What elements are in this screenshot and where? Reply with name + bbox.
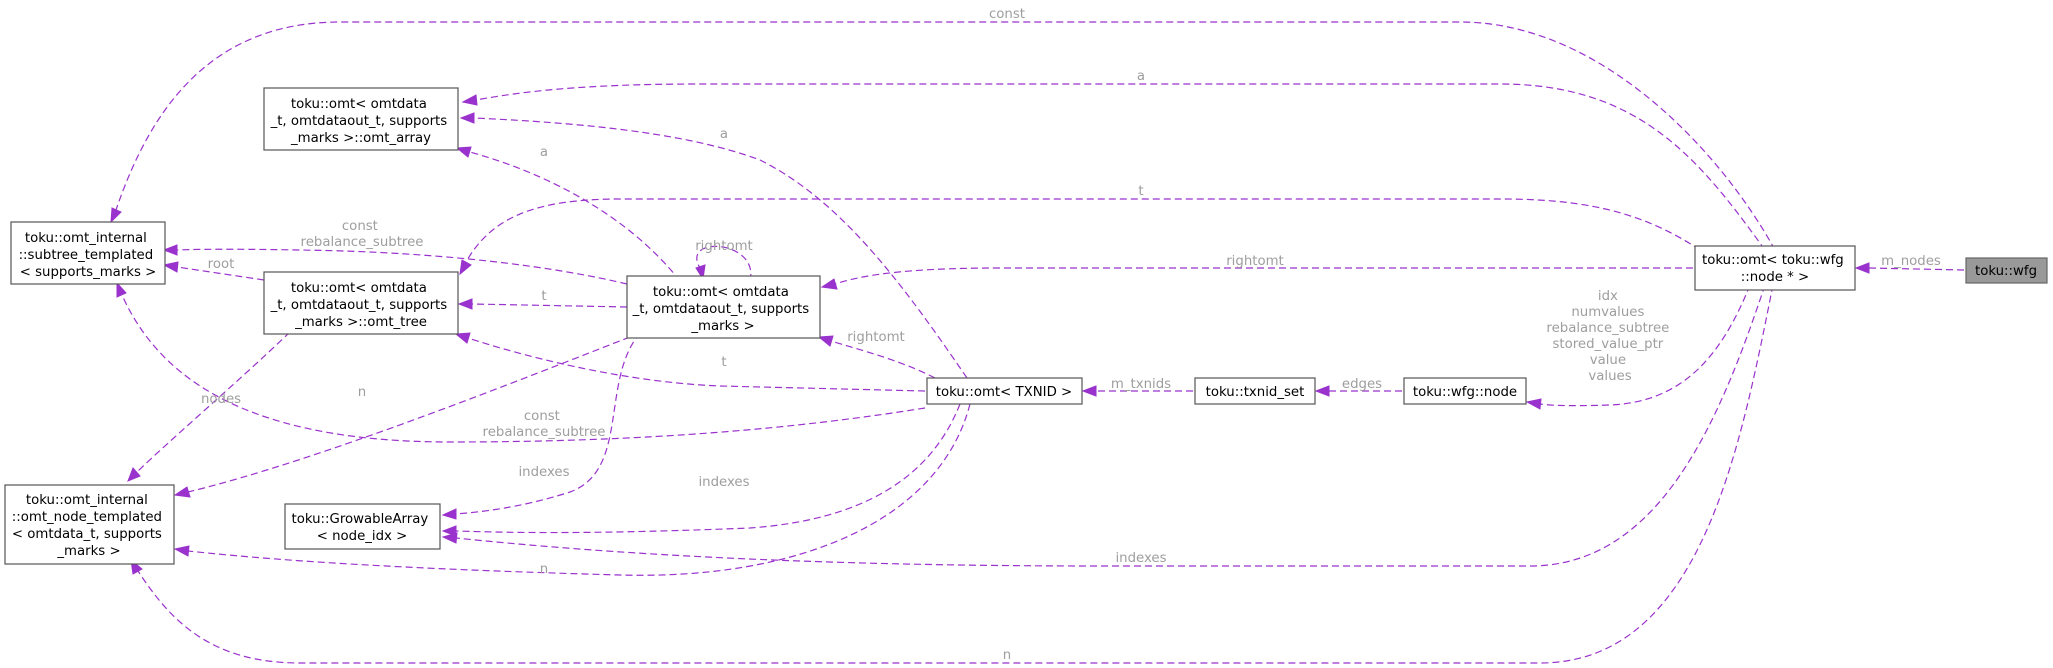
edge-label-txnid-indexes: indexes [698, 475, 749, 490]
edge-generic-indexes: indexes [441, 332, 641, 520]
edge-label-ptr-indexes: indexes [1115, 551, 1166, 566]
svg-text:toku::txnid_set: toku::txnid_set [1206, 385, 1305, 400]
edge-label-ptr-n: n [1003, 648, 1011, 663]
edge-txnid-t: t [454, 332, 926, 392]
edge-txnid-n-lower: n [173, 403, 971, 577]
edge-label-generic-n: n [358, 385, 366, 400]
edge-label-ptr-const: const [989, 7, 1025, 22]
node-subtree-templated[interactable]: toku::omt_internal ::subtree_templated <… [10, 221, 166, 285]
edge-label-m-txnids: m_txnids [1111, 377, 1171, 392]
edge-label-generic-const: const rebalance_subtree [301, 219, 424, 250]
edge-label-tree-root: root [208, 257, 235, 272]
node-toku-wfg[interactable]: toku::wfg [1965, 257, 2048, 284]
svg-text:toku::omt< omtdata _t, o: toku::omt< omtdata _t, omtdataout_t, sup… [632, 285, 814, 334]
svg-text:toku::omt< omtdata _t, o: toku::omt< omtdata _t, omtdataout_t, sup… [270, 97, 452, 146]
edge-label-generic-indexes: indexes [518, 465, 569, 480]
edge-generic-rightomt-self: rightomt [695, 239, 753, 282]
edge-m-nodes: m_nodes [1854, 254, 1965, 274]
edge-m-txnids: m_txnids [1081, 377, 1193, 397]
edge-generic-t: t [457, 289, 628, 310]
svg-text:toku::omt< toku::wfg ::n: toku::omt< toku::wfg ::node * > [1702, 253, 1848, 285]
edge-txnid-rightomt: rightomt [817, 330, 936, 379]
node-omt-tree[interactable]: toku::omt< omtdata _t, omtdataout_t, sup… [263, 271, 459, 335]
edge-ptr-a-array: a [461, 69, 1766, 251]
edge-ptr-t-tree: t [459, 184, 1701, 276]
edge-label-txnid-rightomt: rightomt [847, 330, 905, 345]
edge-edges: edges [1314, 377, 1402, 397]
svg-text:toku::omt_internal ::omt: toku::omt_internal ::omt_node_templated … [12, 493, 166, 559]
node-growable-array[interactable]: toku::GrowableArray < node_idx > [284, 503, 441, 550]
edge-generic-const-subtree: const rebalance_subtree [162, 219, 628, 285]
edge-generic-n: n [173, 332, 641, 498]
edge-label-edges: edges [1342, 377, 1382, 392]
edge-ptr-rightomt: rightomt [820, 254, 1693, 290]
edge-label-ptr-rightomt: rightomt [1226, 254, 1284, 269]
edge-label-txnid-const: const rebalance_subtree [483, 409, 606, 440]
svg-text:toku::omt_internal ::sub: toku::omt_internal ::subtree_templated <… [19, 231, 158, 280]
edge-ptr-n: n [130, 284, 1774, 664]
edge-label-generic-t: t [541, 289, 546, 304]
edge-label-m-nodes: m_nodes [1881, 254, 1941, 269]
edge-generic-a: a [455, 145, 681, 282]
edge-txnid-a: a [459, 112, 968, 379]
edge-ptr-const-subtree: const [110, 7, 1776, 251]
node-txnid-set[interactable]: toku::txnid_set [1194, 377, 1316, 405]
edge-label-node-values: idx numvalues rebalance_subtree stored_v… [1546, 289, 1673, 384]
edge-label-txnid-a: a [720, 127, 728, 142]
svg-text:toku::wfg: toku::wfg [1975, 264, 2037, 279]
svg-text:toku::omt< omtdata _t, o: toku::omt< omtdata _t, omtdataout_t, sup… [270, 281, 452, 330]
edge-label-txnid-t: t [721, 355, 726, 370]
node-omt-array[interactable]: toku::omt< omtdata _t, omtdataout_t, sup… [263, 87, 459, 151]
edge-label-ptr-a: a [1137, 69, 1145, 84]
edge-label-ptr-t: t [1138, 184, 1143, 199]
edge-node-values: idx numvalues rebalance_subtree stored_v… [1525, 284, 1751, 410]
svg-text:toku::GrowableArray < no: toku::GrowableArray < node_idx > [291, 512, 432, 544]
edge-label-generic-a: a [540, 145, 548, 160]
node-wfg-node[interactable]: toku::wfg::node [1403, 377, 1527, 405]
edge-txnid-const-subtree: const rebalance_subtree [116, 281, 926, 443]
node-omt-txnid[interactable]: toku::omt< TXNID > [926, 377, 1083, 405]
edge-txnid-indexes: indexes [441, 403, 961, 537]
edge-tree-root: root [162, 257, 265, 281]
edge-label-generic-rightomt: rightomt [695, 239, 753, 254]
svg-text:toku::wfg::node: toku::wfg::node [1413, 385, 1517, 400]
edge-label-txnid-n-lower: n [540, 562, 548, 577]
edge-tree-nodes: nodes [127, 331, 291, 482]
node-omt-generic[interactable]: toku::omt< omtdata _t, omtdataout_t, sup… [626, 275, 821, 339]
node-omt-wfg-node-ptr[interactable]: toku::omt< toku::wfg ::node * > [1694, 245, 1856, 291]
node-omt-node-templated[interactable]: toku::omt_internal ::omt_node_templated … [4, 484, 175, 565]
svg-text:toku::omt< TXNID >: toku::omt< TXNID > [936, 385, 1072, 400]
edge-label-tree-nodes: nodes [201, 392, 241, 407]
